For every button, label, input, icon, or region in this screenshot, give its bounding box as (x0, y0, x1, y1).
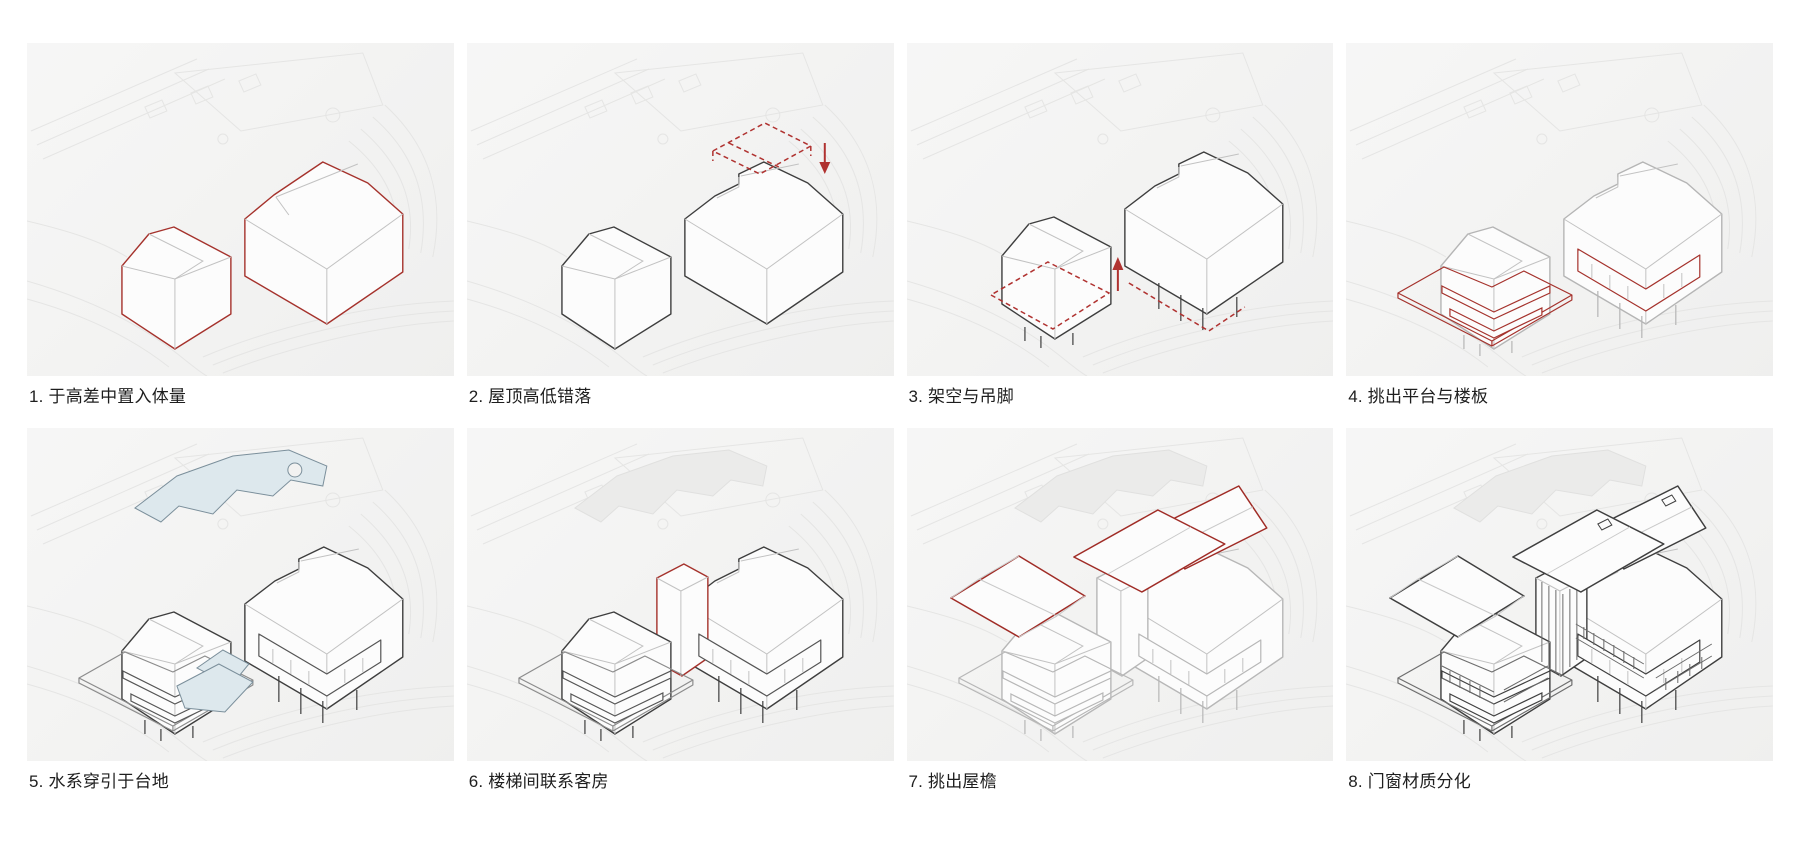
step-6-caption: 6. 楼梯间联系客房 (468, 772, 609, 791)
red-dashed-original-roof (710, 122, 813, 175)
panel-step-3: 3. 架空与吊脚 (906, 43, 1334, 407)
upper-pool-ghost (573, 449, 768, 523)
red-dashed-ground-line (988, 261, 1245, 332)
step-1-caption: 1. 于高差中置入体量 (29, 387, 187, 406)
step-7-caption: 7. 挑出屋檐 (908, 772, 997, 791)
small-building-red-outline (121, 226, 232, 350)
diagram-step-8 (1346, 428, 1773, 761)
small-building-lifted (1000, 216, 1112, 340)
upper-water-pool (134, 449, 328, 523)
diagram-step-1 (27, 43, 454, 376)
panel-step-5: 5. 水系穿引于台地 (27, 428, 454, 792)
diagram-step-6 (466, 428, 894, 761)
diagram-step-3 (906, 43, 1334, 376)
massing-diagram-sheet: 1. 于高差中置入体量 2. 屋顶高低错落 (27, 43, 1773, 792)
upper-pool-ghost (1453, 449, 1647, 523)
window-bands (1441, 623, 1713, 705)
large-building-red-outline (244, 161, 404, 325)
panel-step-4: 4. 挑出平台与楼板 (1346, 43, 1773, 407)
upper-pool-ghost (1013, 449, 1207, 523)
panel-step-8: 8. 门窗材质分化 (1346, 428, 1773, 792)
step-2-caption: 2. 屋顶高低错落 (468, 387, 592, 406)
step-3-caption: 3. 架空与吊脚 (908, 387, 1015, 406)
diagram-step-7 (906, 428, 1334, 761)
down-arrow-icon (819, 143, 831, 174)
diagram-step-4 (1346, 43, 1773, 376)
panel-step-6: 6. 楼梯间联系客房 (466, 428, 894, 792)
panel-step-1: 1. 于高差中置入体量 (27, 43, 454, 407)
roof-skylights (1597, 494, 1677, 531)
step-4-caption: 4. 挑出平台与楼板 (1348, 387, 1489, 406)
panel-step-7: 7. 挑出屋檐 (906, 428, 1334, 792)
diagram-step-5 (27, 428, 454, 761)
large-building-lifted (1123, 151, 1283, 315)
panel-step-2: 2. 屋顶高低错落 (466, 43, 894, 407)
up-arrow-icon (1111, 257, 1123, 291)
step-8-caption: 8. 门窗材质分化 (1348, 772, 1471, 791)
water-channel (176, 649, 254, 713)
step-5-caption: 5. 水系穿引于台地 (29, 772, 169, 791)
stair-tower-mullions (1541, 582, 1578, 674)
large-building (683, 161, 844, 325)
diagram-step-2 (466, 43, 894, 376)
small-building (560, 226, 672, 350)
